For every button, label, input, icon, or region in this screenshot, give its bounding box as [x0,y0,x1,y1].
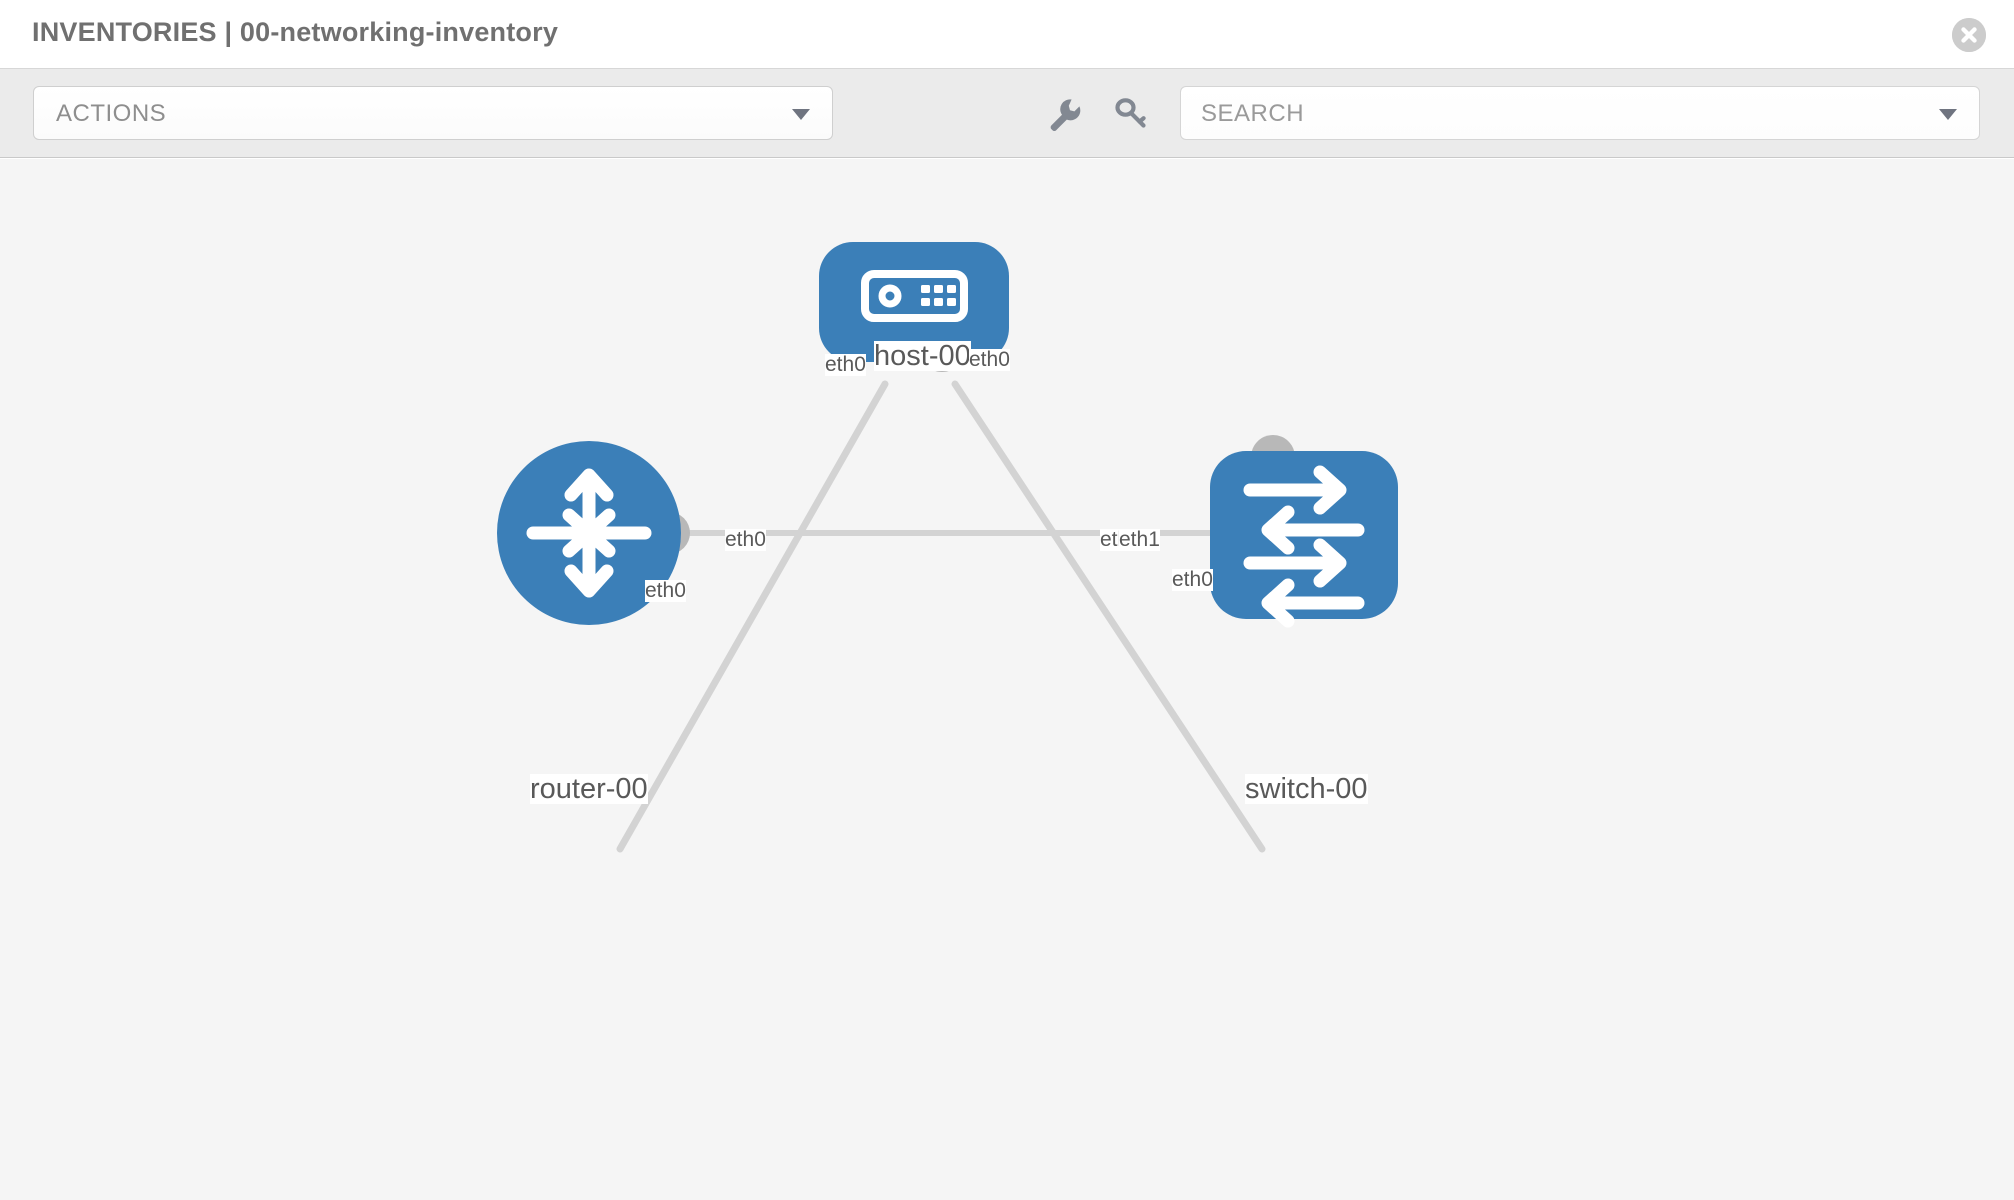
iface-label-host-left: eth0 [825,353,866,377]
switch-arrows-icon [1243,465,1365,628]
router-arrows-icon [526,468,652,598]
server-icon [861,270,968,322]
node-label-switch-00: switch-00 [1245,773,1368,805]
node-label-router-00: router-00 [530,773,648,805]
topology-graph [497,242,1398,853]
iface-label-switch-up: eth0 [1172,568,1213,592]
node-label-host-00: host-00 [874,340,971,372]
key-icon[interactable] [1110,93,1150,133]
topology-canvas[interactable]: host-00 router-00 switch-00 eth0 eth0 et… [0,159,2014,1200]
iface-label-router-up: eth0 [645,579,686,603]
node-router-00 [497,441,681,625]
toolbar: ACTIONS SEARCH [0,69,2014,158]
edge-host-router [616,380,889,853]
actions-dropdown-label: ACTIONS [56,100,167,127]
node-host-00 [819,242,1009,362]
iface-label-switch-left-a: etl [1100,528,1123,552]
search-input[interactable]: SEARCH [1180,86,1980,140]
page-header: INVENTORIES | 00-networking-inventory [0,0,2014,69]
page-title: INVENTORIES | 00-networking-inventory [32,17,559,47]
chevron-down-icon [792,109,810,120]
close-icon[interactable] [1952,18,1986,52]
edge-host-switch [951,380,1266,853]
iface-label-host-right: eth0 [969,348,1010,372]
iface-label-switch-left-b: eth1 [1119,528,1160,552]
iface-label-router-right: eth0 [725,528,766,552]
search-placeholder: SEARCH [1201,100,1305,127]
wrench-icon[interactable] [1043,93,1083,133]
chevron-down-icon[interactable] [1939,109,1957,120]
topology-edges [616,380,1266,853]
actions-dropdown[interactable]: ACTIONS [33,86,833,140]
node-switch-00 [1210,451,1398,628]
